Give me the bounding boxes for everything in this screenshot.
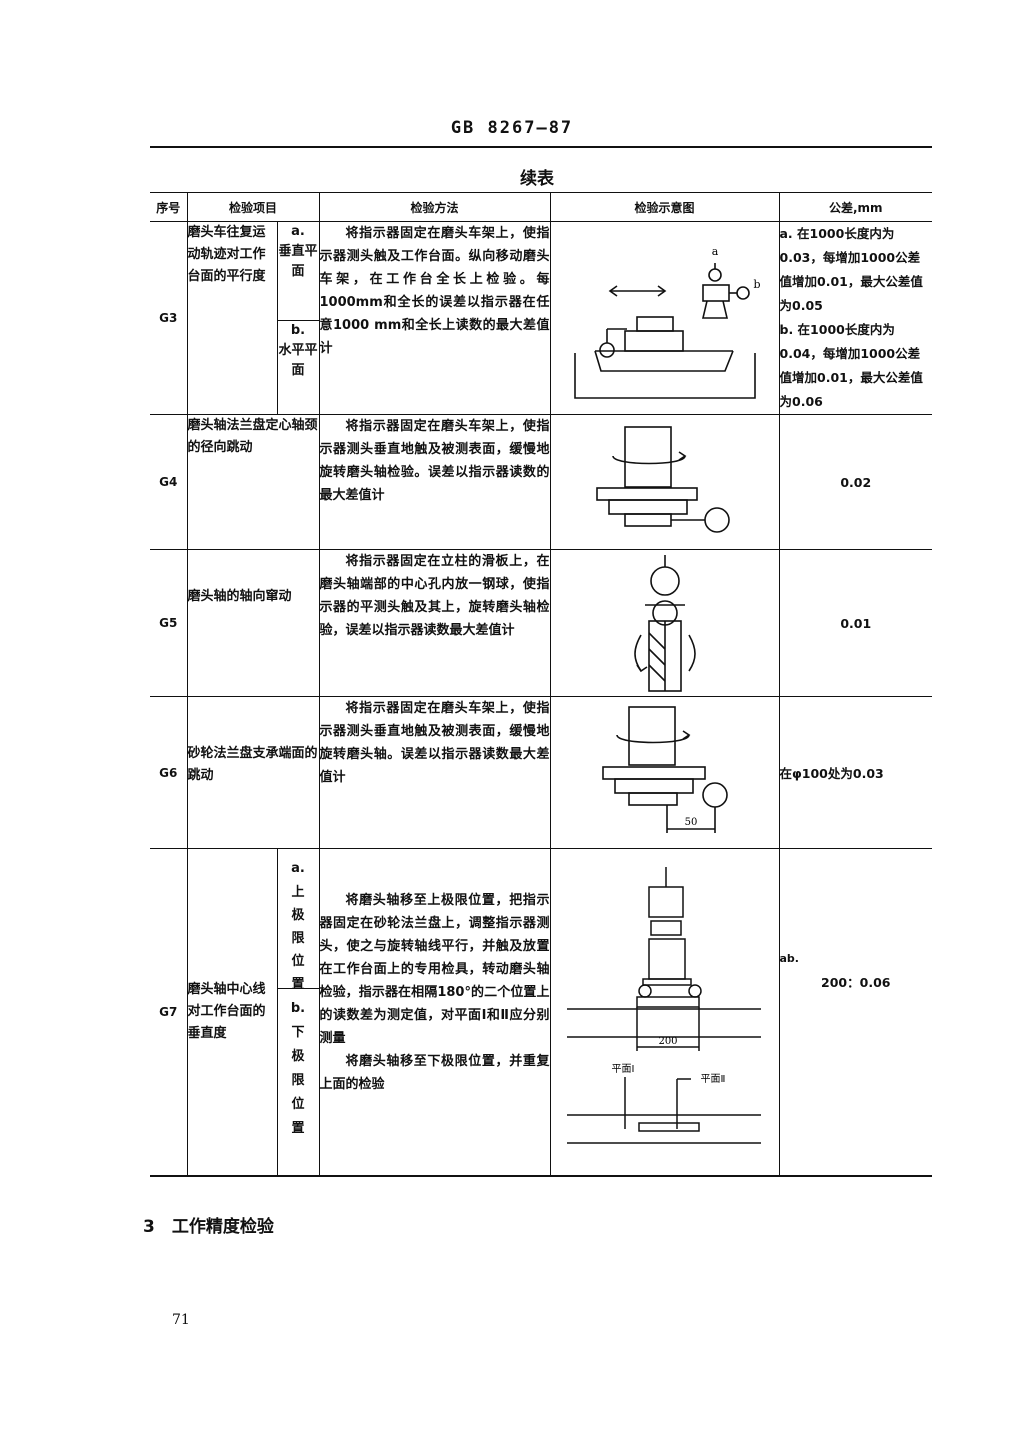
sub-item-a: a. 垂直平面	[276, 221, 320, 321]
tolerance-label: ab.	[779, 952, 799, 965]
dimension-50: 50	[684, 817, 697, 828]
col-header-method: 检验方法	[318, 192, 551, 222]
standard-number: GB 8267—87	[450, 118, 574, 138]
col-header-no: 序号	[150, 192, 188, 222]
sub-item-b: b. 下极限位置	[278, 989, 319, 1175]
sub-item-a-marker: a.	[291, 224, 305, 239]
col-header-item: 检验项目	[186, 192, 320, 222]
method-part-2: 将磨头轴移至下极限位置，并重复上面的检验	[319, 1054, 550, 1092]
g5-diagram-drawing	[633, 555, 696, 692]
sub-item-b-marker: b.	[290, 322, 306, 338]
row-number: G5	[150, 549, 188, 697]
table-header-row: 序号 检验项目 检验方法 检验示意图 公差,mm	[150, 192, 932, 222]
diagram-label-b: b	[753, 278, 760, 291]
row-number: G6	[150, 696, 188, 849]
sub-item-b-label: 下极限位置	[291, 1025, 305, 1136]
table-row-g7: G7 磨头轴中心线对工作台面的垂直度 a. 上极限位置 b. 下极限位置 将磨头…	[150, 848, 932, 1177]
table-row-g3: G3 磨头车往复运动轨迹对工作台面的平行度 a. 垂直平面 将指示器固定在磨头车…	[150, 221, 932, 415]
sub-items: a. 上极限位置 b. 下极限位置	[276, 848, 320, 1177]
tolerance: 0.02	[778, 414, 932, 550]
inspection-item: 砂轮法兰盘支承端面的跳动	[186, 696, 320, 849]
inspection-method: 将指示器固定在磨头车架上，使指示器测头触及工作台面。纵向移动磨头车架，在工作台全…	[318, 221, 551, 415]
inspection-table: 序号 检验项目 检验方法 检验示意图 公差,mm G3 磨头车往复运动轨迹对工作…	[150, 192, 932, 1177]
g7-diagram-drawing: 200 平面Ⅰ 平面Ⅱ	[566, 867, 761, 1144]
sub-item-a-marker: a.	[291, 861, 305, 876]
table-row-g3-b: b. 水平平面	[150, 319, 932, 416]
diagram-g5	[549, 549, 780, 697]
sub-item-a: a. 上极限位置	[277, 849, 319, 992]
table-row-g6: G6 砂轮法兰盘支承端面的跳动 将指示器固定在磨头车架上，使指示器测头垂直地触及…	[150, 696, 932, 849]
inspection-method: 将磨头轴移至上极限位置，把指示器固定在砂轮法兰盘上，调整指示器测头，使之与旋转轴…	[318, 848, 551, 1177]
table-row-g4: G4 磨头轴法兰盘定心轴颈的径向跳动 将指示器固定在磨头车架上，使指示器测头垂直…	[150, 414, 932, 550]
tolerance: 0.01	[778, 549, 932, 697]
page-number: 71	[172, 1312, 190, 1328]
tolerance-value: 200：0.06	[821, 975, 891, 990]
inspection-method: 将指示器固定在磨头车架上，使指示器测头垂直地触及被测表面，缓慢地旋转磨头轴检验。…	[318, 414, 551, 550]
tolerance-b: b. 在1000长度内为0.04，每增加1000公差值增加0.01，最大公差值为…	[779, 322, 923, 409]
header-rule	[150, 146, 932, 148]
tolerance: a. 在1000长度内为0.03，每增加1000公差值增加0.01，最大公差值为…	[778, 221, 932, 415]
g3-diagram-drawing: a b	[573, 245, 760, 399]
diagram-g6: 50	[549, 696, 780, 849]
col-header-diagram: 检验示意图	[549, 192, 780, 222]
tolerance: 在φ100处为0.03	[778, 696, 932, 849]
g6-diagram-drawing: 50	[601, 705, 728, 833]
plane-1-label: 平面Ⅰ	[611, 1064, 634, 1075]
col-header-tolerance: 公差,mm	[778, 192, 932, 222]
method-part-1: 将磨头轴移至上极限位置，把指示器固定在砂轮法兰盘上，调整指示器测头，使之与旋转轴…	[319, 893, 550, 1046]
row-number: G7	[150, 848, 188, 1177]
sub-item-b-marker: b.	[290, 1001, 306, 1016]
tolerance: ab. 200：0.06	[778, 848, 932, 1177]
row-number: G3	[150, 221, 188, 415]
table-caption: 续表	[520, 169, 554, 189]
dimension-200: 200	[658, 1036, 677, 1047]
sub-item-b: b. 水平平面	[277, 319, 319, 416]
inspection-item: 磨头轴的轴向窜动	[186, 549, 320, 697]
inspection-method: 将指示器固定在磨头车架上，使指示器测头垂直地触及被测表面，缓慢地旋转磨头轴。误差…	[318, 696, 551, 849]
diagram-g7: 200 平面Ⅰ 平面Ⅱ	[549, 848, 780, 1177]
tolerance-a: a. 在1000长度内为0.03，每增加1000公差值增加0.01，最大公差值为…	[779, 226, 923, 313]
inspection-item: 磨头车往复运动轨迹对工作台面的平行度	[186, 221, 278, 415]
row-number: G4	[150, 414, 188, 550]
diagram-label-a: a	[711, 245, 718, 258]
inspection-item: 磨头轴中心线对工作台面的垂直度	[186, 848, 278, 1177]
plane-2-label: 平面Ⅱ	[700, 1074, 725, 1085]
diagram-g3: a b	[549, 221, 780, 415]
sub-item-b-label: 水平平面	[278, 342, 318, 378]
sub-item-a-label: 上极限位置	[291, 885, 305, 992]
diagram-g4	[549, 414, 780, 550]
inspection-method: 将指示器固定在立柱的滑板上，在磨头轴端部的中心孔内放一钢球，使指示器的平测头触及…	[318, 549, 551, 697]
section-heading: 3 工作精度检验	[143, 1217, 274, 1237]
sub-item-a-label: 垂直平面	[278, 244, 318, 279]
table-row-g5: G5 磨头轴的轴向窜动 将指示器固定在立柱的滑板上，在磨头轴端部的中心孔内放一钢…	[150, 549, 932, 697]
g4-diagram-drawing	[595, 426, 730, 533]
inspection-item: 磨头轴法兰盘定心轴颈的径向跳动	[186, 414, 320, 550]
